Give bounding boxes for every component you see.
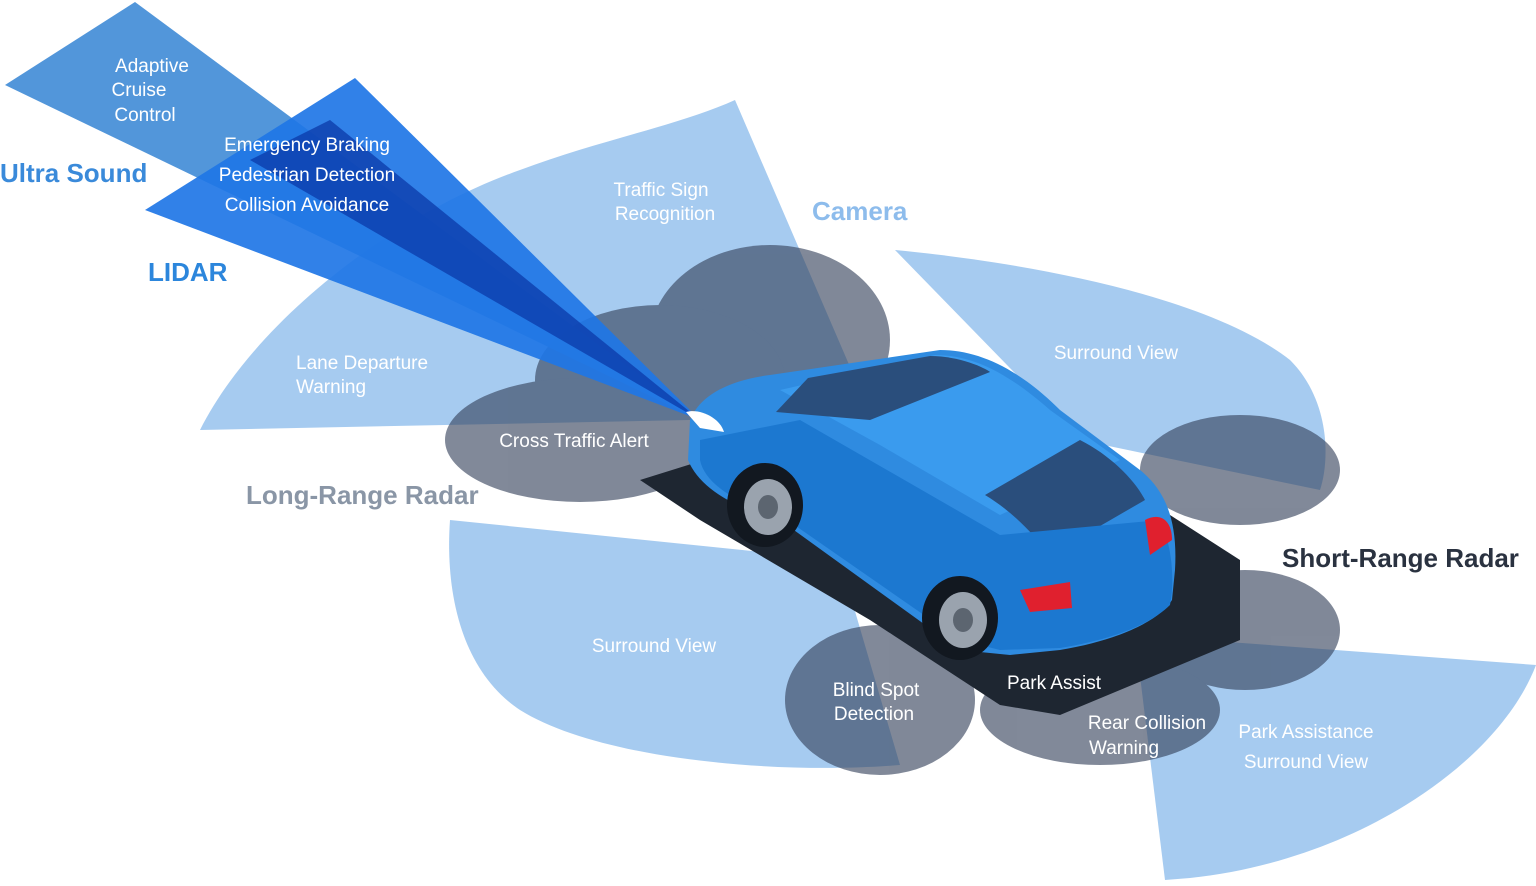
label-adaptive-cruise-line-3: Control: [114, 105, 175, 126]
title-camera: Camera: [812, 196, 908, 226]
car-rear-window: [985, 440, 1145, 555]
label-surround-view-bottom: Surround View: [592, 636, 717, 657]
car-taillight-left: [1020, 582, 1072, 612]
label-emergency-braking: Emergency Braking: [224, 135, 390, 156]
label-park-assistance-line-2: Surround View: [1244, 752, 1369, 773]
label-cross-traffic-alert: Cross Traffic Alert: [499, 431, 649, 452]
label-park-assist: Park Assist: [1007, 673, 1102, 694]
title-short-range-radar: Short-Range Radar: [1282, 543, 1519, 573]
zone-park-assistance: [1135, 635, 1536, 880]
lobe-cross-traffic: [445, 378, 715, 502]
label-blind-spot-line-1: Blind Spot: [833, 680, 920, 701]
label-adaptive-cruise-line-1: Adaptive: [115, 56, 189, 77]
lobe-right-rear: [1140, 415, 1340, 525]
label-lane-departure-line-2: Warning: [296, 377, 366, 398]
label-collision-avoidance: Collision Avoidance: [225, 195, 389, 216]
car-taillight-right: [1145, 516, 1172, 555]
label-rear-collision-line-2: Warning: [1089, 738, 1159, 759]
label-traffic-sign-line-1: Traffic Sign: [613, 180, 708, 201]
label-blind-spot-line-2: Detection: [834, 704, 914, 725]
lidar-core-beam: [250, 120, 700, 420]
label-rear-collision-line-1: Rear Collision: [1088, 713, 1206, 734]
car-headlight: [686, 411, 724, 432]
car-front-wheel: [727, 463, 803, 547]
car-rear-wheel: [922, 576, 998, 660]
label-traffic-sign-line-2: Recognition: [615, 204, 715, 225]
title-ultra-sound: Ultra Sound: [0, 158, 147, 188]
title-long-range-radar: Long-Range Radar: [246, 480, 479, 510]
car-windshield: [776, 356, 990, 420]
label-lane-departure-line-1: Lane Departure: [296, 353, 428, 374]
label-surround-view-top: Surround View: [1054, 343, 1179, 364]
car: [686, 350, 1176, 660]
lobe-blind-spot: [785, 625, 975, 775]
label-pedestrian-detection: Pedestrian Detection: [219, 165, 395, 186]
title-lidar: LIDAR: [148, 257, 228, 287]
label-park-assistance-line-1: Park Assistance: [1238, 722, 1373, 743]
label-adaptive-cruise-line-2: Cruise: [112, 80, 167, 101]
